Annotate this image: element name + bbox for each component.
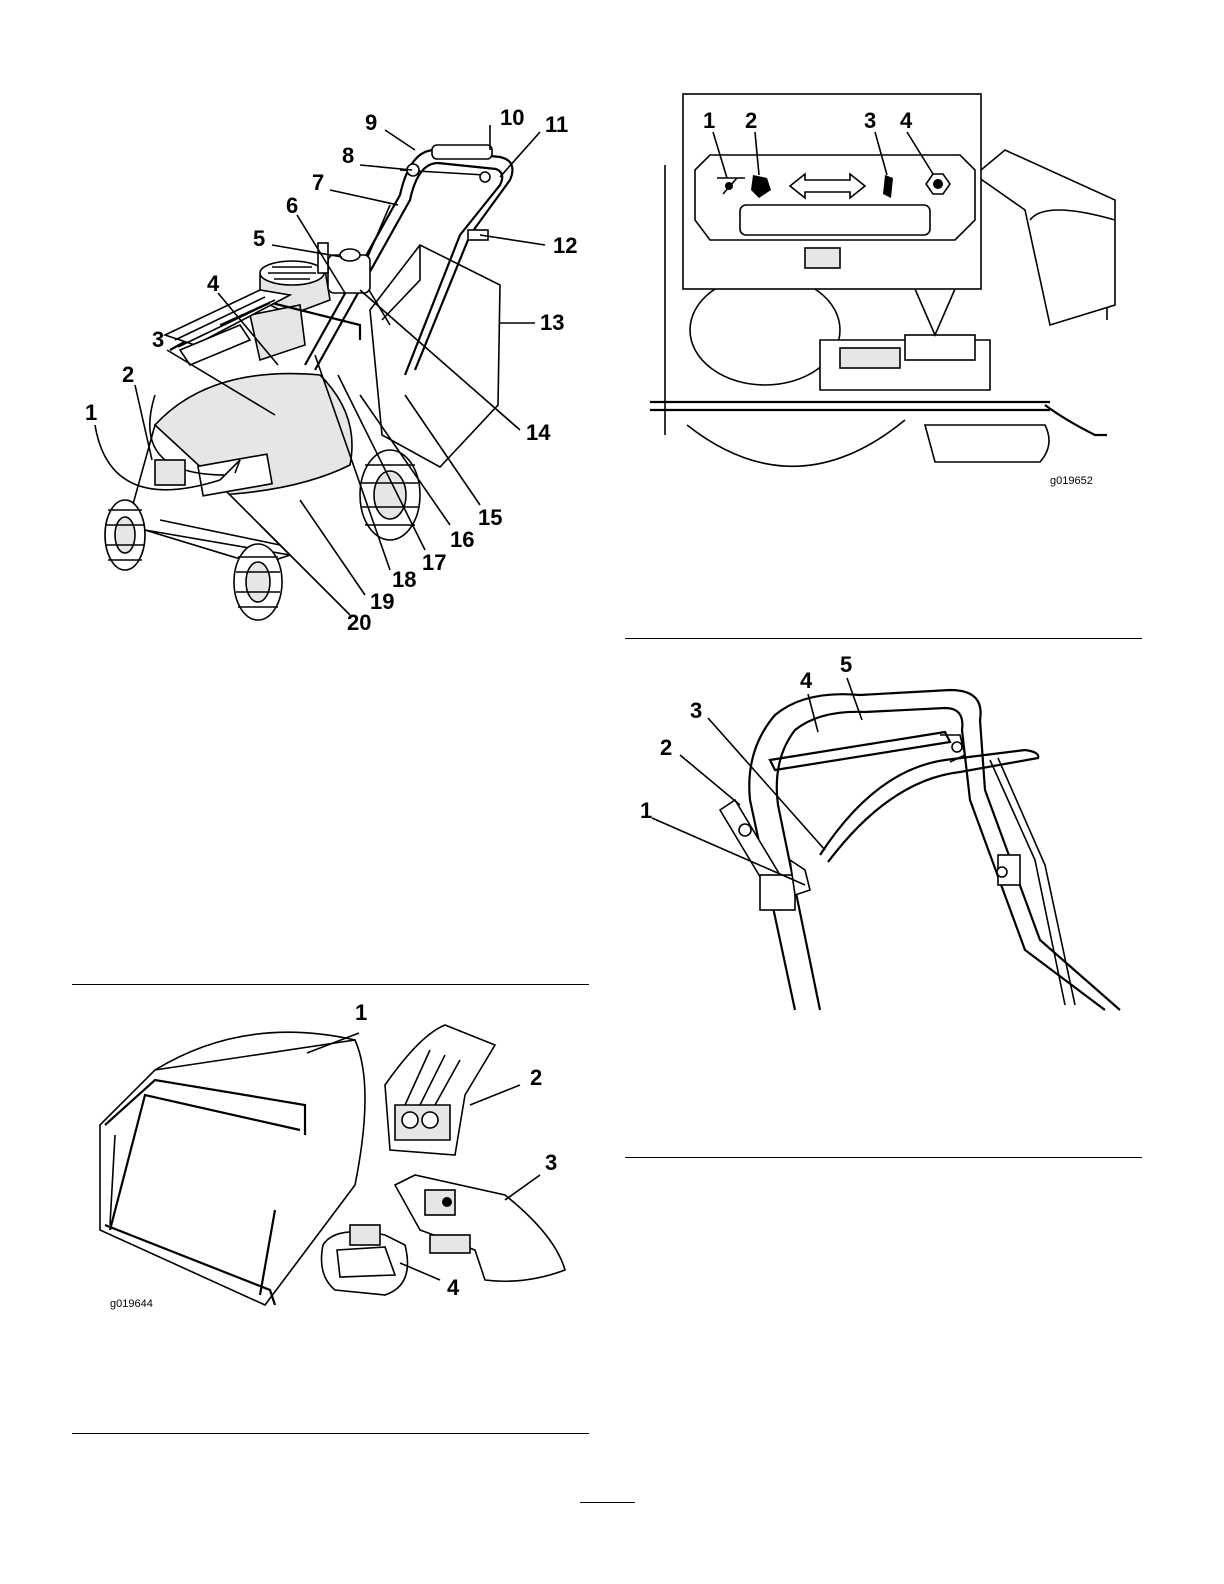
callout-12: 12 (553, 233, 577, 258)
callout-20: 20 (347, 610, 371, 635)
figure-throttle-control: 1 2 3 4 g019652 (645, 90, 1120, 510)
callout-2: 2 (530, 1065, 542, 1090)
page-number-rule (580, 1502, 635, 1503)
callout-19: 19 (370, 589, 394, 614)
callout-2: 2 (660, 735, 672, 760)
callout-1: 1 (355, 1000, 367, 1025)
callout-8: 8 (342, 143, 354, 168)
figure-accessories: 1 2 3 4 g019644 (85, 995, 585, 1325)
callout-3: 3 (152, 327, 164, 352)
callout-7: 7 (312, 170, 324, 195)
callout-2: 2 (745, 108, 757, 133)
callout-3: 3 (864, 108, 876, 133)
callout-3: 3 (690, 698, 702, 723)
front-left-wheel (105, 500, 145, 570)
throttle-lever-panel (905, 335, 975, 360)
engine-cylinder (690, 275, 840, 385)
figure-code: g019644 (110, 1298, 153, 1310)
divider-rule (625, 1157, 1142, 1158)
mower-illustration: 1 2 3 4 5 6 7 8 9 10 11 12 13 14 15 16 1… (60, 95, 600, 640)
handle-grip (432, 145, 492, 159)
figure-handle-controls: 1 2 3 4 5 (640, 650, 1130, 1015)
callout-4: 4 (447, 1275, 460, 1300)
callout-9: 9 (365, 110, 377, 135)
accessories-illustration: 1 2 3 4 g019644 (85, 995, 585, 1325)
handle-frame (749, 690, 1120, 1010)
callout-13: 13 (540, 310, 564, 335)
callout-16: 16 (450, 527, 474, 552)
front-right-wheel (234, 544, 282, 620)
side-discharge-chute (385, 1025, 495, 1155)
callout-18: 18 (392, 567, 416, 592)
divider-rule (72, 984, 589, 985)
callout-1: 1 (640, 798, 652, 823)
callout-6: 6 (286, 193, 298, 218)
callout-3: 3 (545, 1150, 557, 1175)
callout-1: 1 (85, 400, 97, 425)
divider-rule (72, 1433, 589, 1434)
callout-14: 14 (526, 420, 551, 445)
handle-illustration: 1 2 3 4 5 (640, 650, 1130, 1015)
callout-5: 5 (840, 652, 852, 677)
figure-mower-overview: 1 2 3 4 5 6 7 8 9 10 11 12 13 14 15 16 1… (60, 95, 600, 640)
callout-5: 5 (253, 226, 265, 251)
callout-10: 10 (500, 105, 524, 130)
callout-4: 4 (900, 108, 913, 133)
callout-4: 4 (800, 668, 813, 693)
callout-15: 15 (478, 505, 502, 530)
callout-4: 4 (207, 271, 220, 296)
callout-1: 1 (703, 108, 715, 133)
callout-11: 11 (545, 112, 568, 137)
divider-rule (625, 638, 1142, 639)
callout-2: 2 (122, 362, 134, 387)
callout-17: 17 (422, 550, 446, 575)
mulch-deflector (395, 1175, 565, 1281)
rear-plug (322, 1225, 408, 1295)
figure-code: g019652 (1050, 475, 1093, 487)
rear-wheel (360, 450, 420, 540)
throttle-illustration: 1 2 3 4 g019652 (645, 90, 1120, 510)
